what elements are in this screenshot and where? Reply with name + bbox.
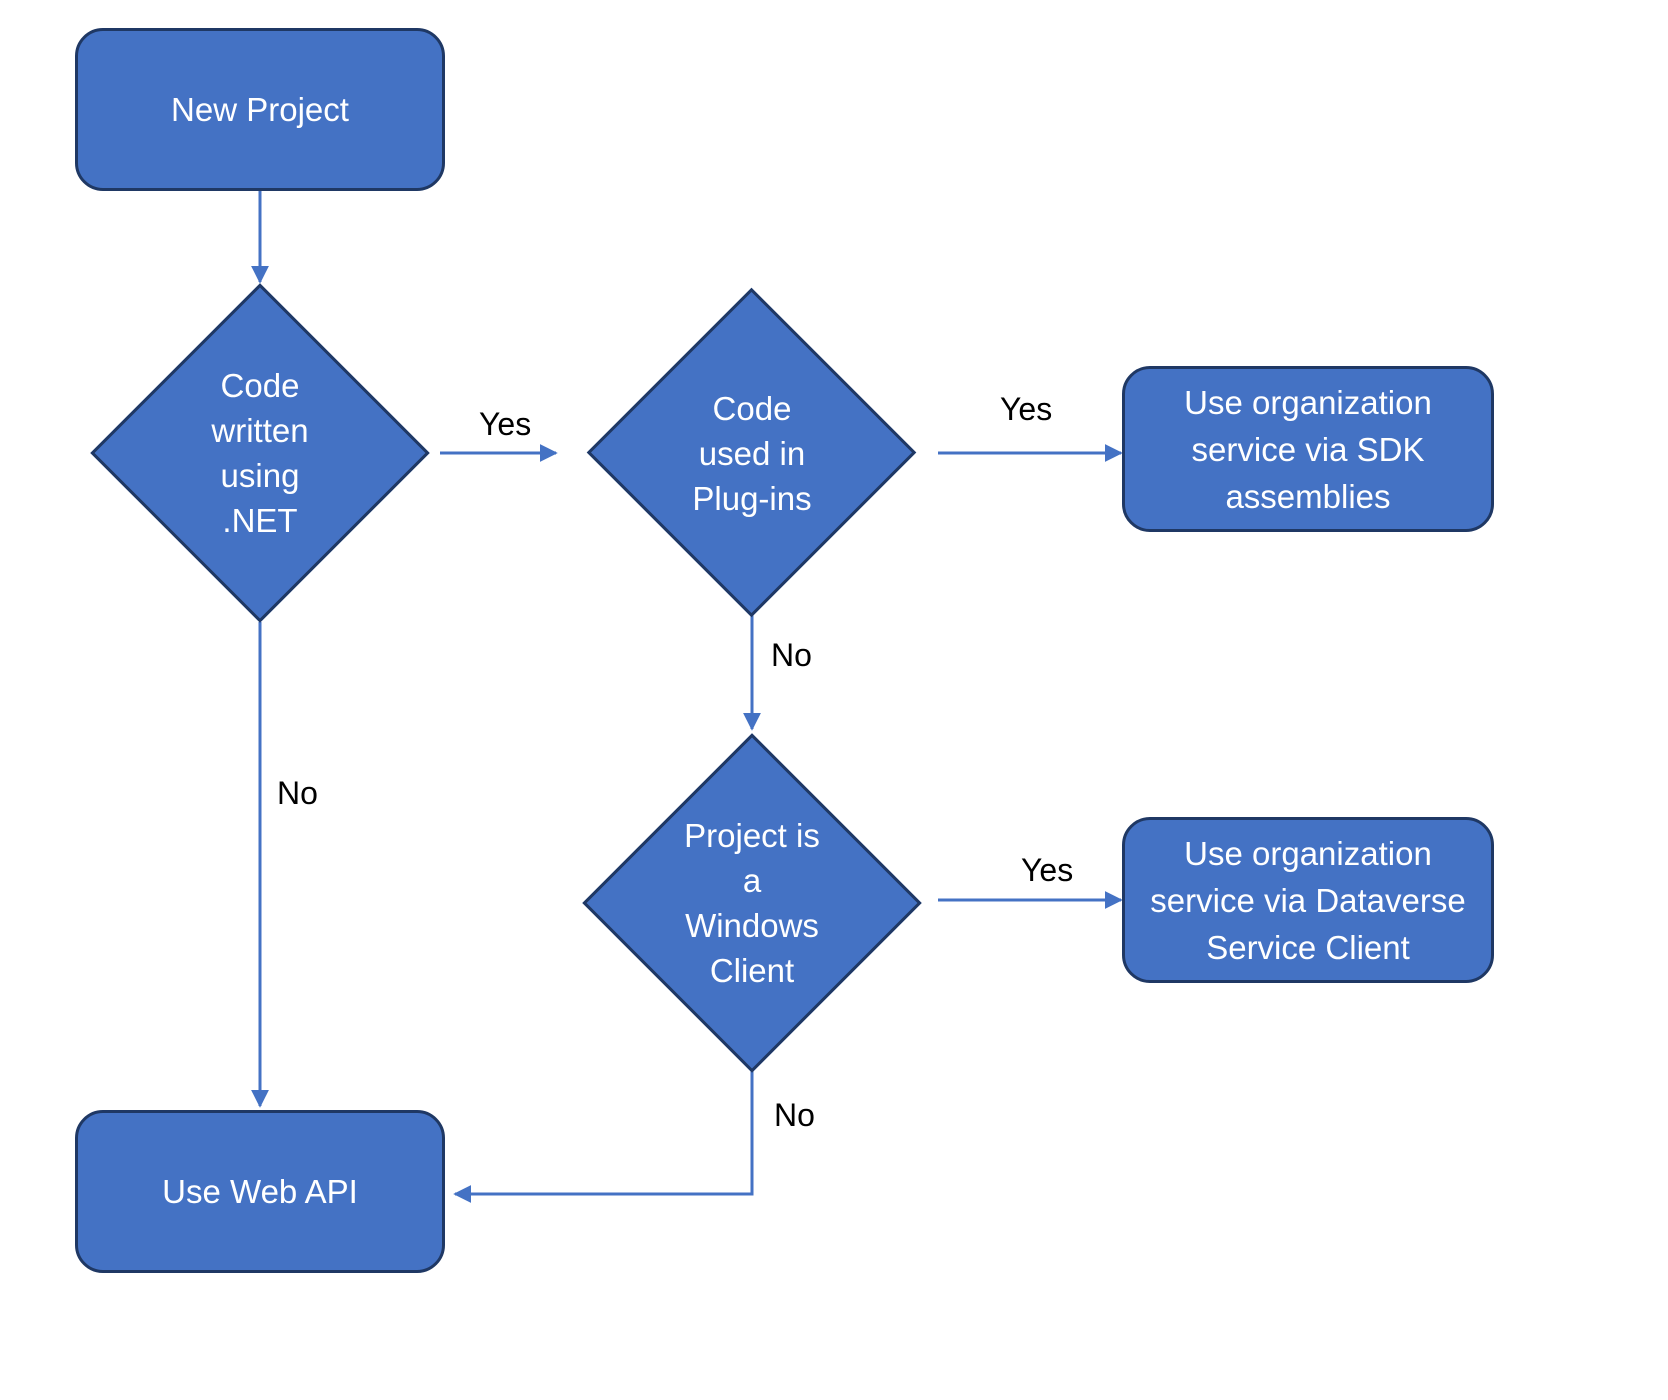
- node-code-written-using-dotnet-label: Code written using .NET: [211, 367, 309, 539]
- node-new-project-label: New Project: [171, 91, 349, 128]
- node-code-used-in-plugins-label: Code used in Plug-ins: [692, 389, 812, 517]
- node-code-used-in-plugins[interactable]: Code used in Plug-ins: [567, 287, 937, 618]
- node-use-web-api[interactable]: Use Web API: [75, 1110, 445, 1273]
- node-new-project[interactable]: New Project: [75, 28, 445, 191]
- edge-label-windows-client-no: No: [774, 1097, 815, 1133]
- node-use-org-service-dataverse-client[interactable]: Use organization service via Dataverse S…: [1122, 817, 1494, 983]
- edge-windows-client-to-web-api: [453, 1070, 754, 1203]
- node-project-is-windows-client-label: Project is a Windows Client: [684, 817, 820, 989]
- edge-label-code-dotnet-no: No: [277, 775, 318, 811]
- node-use-org-service-dataverse-client-label: Use organization service via Dataverse S…: [1150, 834, 1466, 966]
- edge-label-windows-client-yes: Yes: [1021, 852, 1074, 888]
- edge-label-code-dotnet-yes: Yes: [479, 406, 532, 442]
- node-use-web-api-label: Use Web API: [162, 1173, 358, 1210]
- node-use-org-service-sdk-assemblies-label: Use organization service via SDK assembl…: [1184, 383, 1432, 515]
- node-project-is-windows-client[interactable]: Project is a Windows Client: [567, 733, 937, 1073]
- edge-label-code-plugins-no: No: [771, 637, 812, 673]
- edge-label-code-plugins-yes: Yes: [1000, 391, 1053, 427]
- node-use-org-service-sdk-assemblies[interactable]: Use organization service via SDK assembl…: [1122, 366, 1494, 532]
- node-code-written-using-dotnet[interactable]: Code written using .NET: [75, 283, 445, 623]
